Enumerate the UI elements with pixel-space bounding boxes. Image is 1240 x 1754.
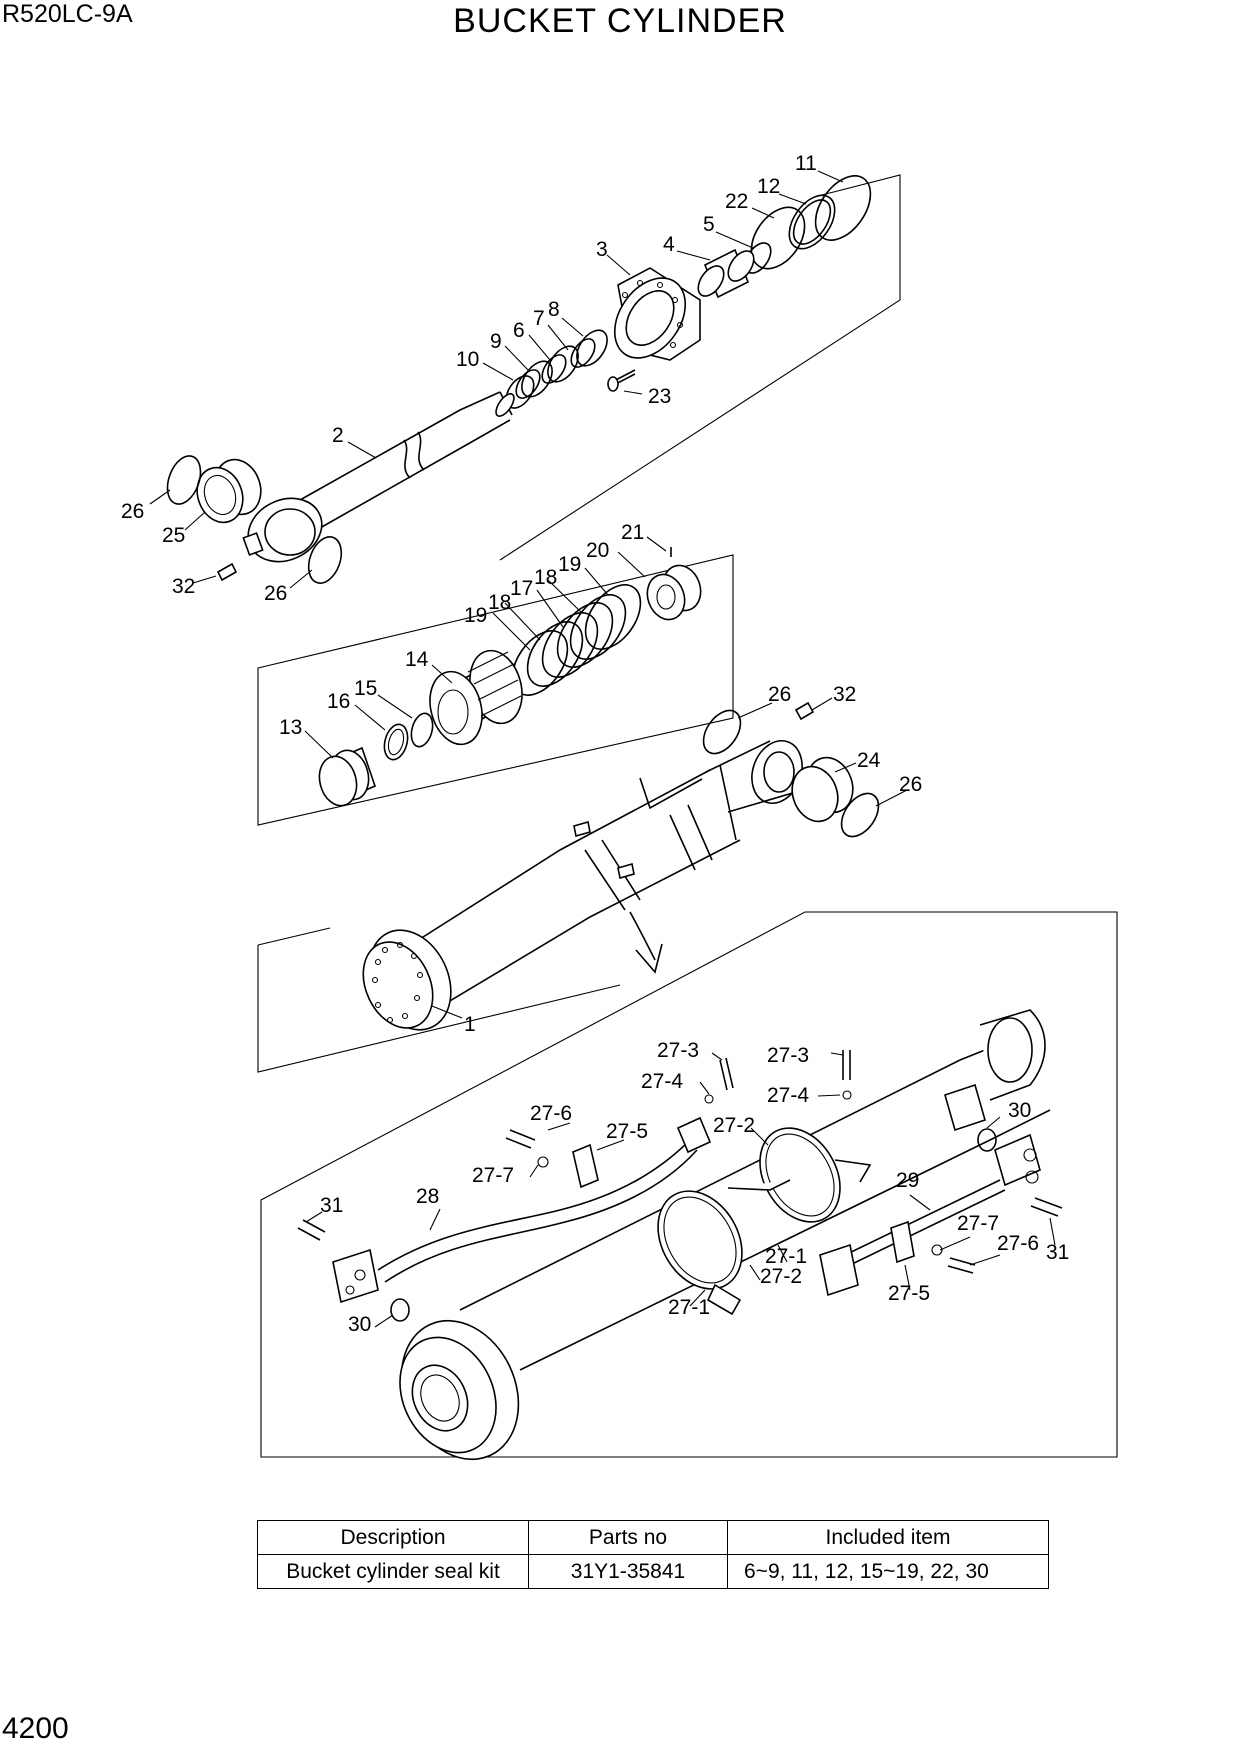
callout-26a: 26	[121, 500, 144, 523]
callout-26b: 26	[264, 582, 287, 605]
callout-27-7b: 27-7	[957, 1212, 999, 1235]
model-code: R520LC-9A	[2, 0, 133, 28]
callout-12: 12	[757, 175, 780, 198]
kit-included-items: 6~9, 11, 12, 15~19, 22, 30	[727, 1554, 1049, 1589]
tube-group	[362, 701, 880, 1031]
callout-31b: 31	[1046, 1241, 1069, 1264]
callout-7: 7	[533, 307, 545, 330]
callout-27-6b: 27-6	[997, 1232, 1039, 1255]
callout-27-2a: 27-2	[713, 1114, 755, 1137]
callout-27-3b: 27-3	[767, 1044, 809, 1067]
table-row: Bucket cylinder seal kit 31Y1-35841 6~9,…	[257, 1554, 1049, 1589]
callout-26c: 26	[768, 683, 791, 706]
callout-29: 29	[896, 1169, 919, 1192]
callout-24: 24	[857, 749, 881, 772]
callout-32a: 32	[172, 575, 195, 598]
callout-2: 2	[332, 424, 344, 447]
page-number: 4200	[2, 1712, 69, 1745]
callout-31a: 31	[320, 1194, 343, 1217]
callout-3: 3	[596, 238, 608, 261]
callout-14: 14	[405, 648, 429, 671]
callout-27-5a: 27-5	[606, 1120, 648, 1143]
kit-part-number: 31Y1-35841	[528, 1554, 728, 1589]
callout-15: 15	[354, 677, 377, 700]
callout-21: 21	[621, 521, 644, 544]
callout-27-1a: 27-1	[765, 1245, 807, 1268]
column-header: Parts no	[528, 1520, 728, 1555]
callout-1: 1	[464, 1013, 476, 1036]
callout-13: 13	[279, 716, 302, 739]
callout-28: 28	[416, 1185, 439, 1208]
kit-description: Bucket cylinder seal kit	[257, 1554, 529, 1589]
callout-30b: 30	[348, 1313, 371, 1336]
piston-group	[318, 547, 702, 807]
callout-27-6a: 27-6	[530, 1102, 572, 1125]
callout-18b: 18	[488, 591, 511, 614]
callout-26d: 26	[899, 773, 922, 796]
seal-kit-table: Description Parts no Included item Bucke…	[257, 1520, 1049, 1589]
callout-23: 23	[648, 385, 671, 408]
callout-19a: 19	[558, 553, 581, 576]
callout-10: 10	[456, 348, 479, 371]
callout-4: 4	[663, 233, 675, 256]
callout-25: 25	[162, 524, 185, 547]
piping-group	[297, 1009, 1063, 1461]
table-header-row: Description Parts no Included item	[257, 1520, 1049, 1555]
callout-8: 8	[548, 298, 560, 321]
callout-19b: 19	[464, 604, 487, 627]
callout-27-2b: 27-2	[760, 1265, 802, 1288]
callout-27-4a: 27-4	[641, 1070, 683, 1093]
callout-27-5b: 27-5	[888, 1282, 930, 1305]
callout-11: 11	[795, 152, 817, 175]
column-header: Description	[257, 1520, 529, 1555]
callout-30a: 30	[1008, 1099, 1031, 1122]
callout-labels: 11 12 22 5 4 3 8 7 6 9 10 23 2 26 25 32 …	[121, 152, 1069, 1336]
callout-16: 16	[327, 690, 350, 713]
callout-5: 5	[703, 213, 715, 236]
callout-9: 9	[490, 330, 502, 353]
callout-27-4b: 27-4	[767, 1084, 809, 1107]
callout-22: 22	[725, 190, 748, 213]
panel-outlines	[257, 174, 1118, 1458]
callout-17: 17	[510, 577, 533, 600]
leader-lines	[149, 170, 1056, 1328]
callout-27-7a: 27-7	[472, 1164, 514, 1187]
callout-20: 20	[586, 539, 609, 562]
column-header: Included item	[727, 1520, 1049, 1555]
callout-32b: 32	[833, 683, 856, 706]
page-title: BUCKET CYLINDER	[453, 2, 787, 40]
callout-18a: 18	[534, 566, 557, 589]
callout-27-1b: 27-1	[668, 1296, 710, 1319]
callout-27-3a: 27-3	[657, 1039, 699, 1062]
rod-group	[166, 175, 872, 584]
callout-6: 6	[513, 319, 525, 342]
